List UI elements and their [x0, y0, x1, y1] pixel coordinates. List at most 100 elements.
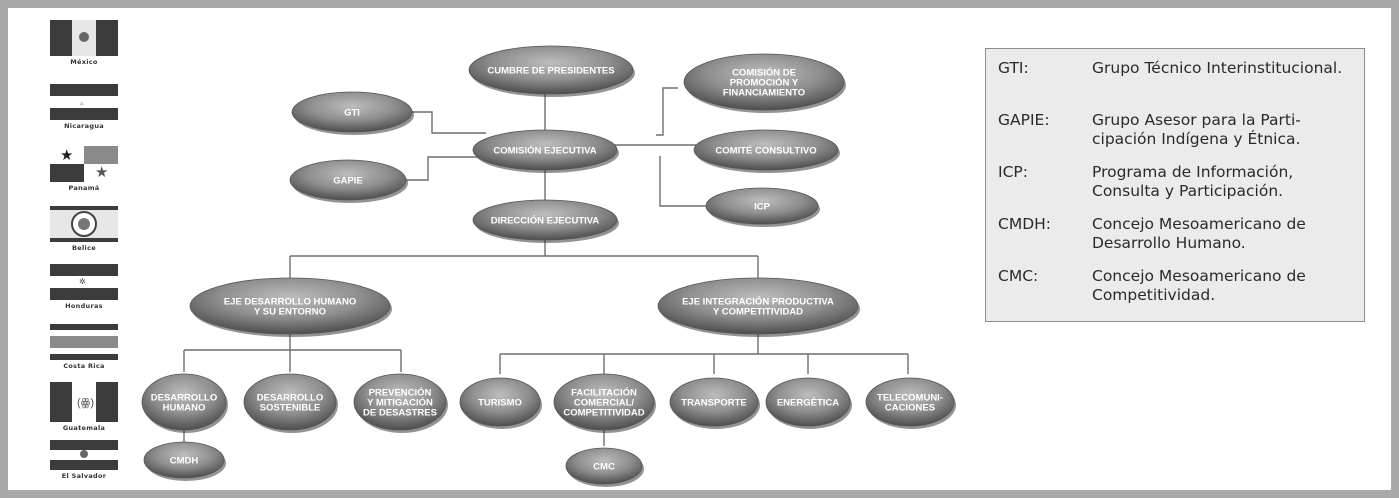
node-oval — [353, 373, 447, 431]
flag-honduras: ✲ Honduras — [50, 264, 118, 310]
legend-abbr: GAPIE: — [998, 111, 1050, 129]
flag-nicaragua: ▵ Nicaragua — [50, 84, 118, 130]
legend-abbr: GTI: — [998, 59, 1029, 77]
node-label: EJE DESARROLLO HUMANO — [224, 297, 356, 308]
flag-caption: Guatemala — [62, 424, 106, 432]
legend-box: GTI: Grupo Técnico Interinstitucional. G… — [985, 48, 1365, 322]
node-label: ENERGÉTICA — [777, 398, 839, 409]
node-label: Y SU ENTORNO — [254, 307, 326, 318]
node-direccion: DIRECCIÓN EJECUTIVA — [472, 199, 619, 243]
node-label: SOSTENIBLE — [260, 403, 321, 414]
node-label: DESARROLLO — [151, 393, 218, 404]
legend-abbr: CMC: — [998, 267, 1039, 285]
node-oval — [669, 377, 759, 427]
node-icp: ICP — [705, 187, 820, 227]
node-oval — [289, 159, 407, 201]
flag-guatemala: (ꙮ) Guatemala — [50, 382, 118, 432]
node-label: CMC — [593, 462, 615, 473]
node-oval — [693, 129, 839, 171]
flag-caption: Costa Rica — [63, 362, 105, 370]
node-label: COMERCIAL/ — [574, 398, 635, 409]
node-cmdh: CMDH — [143, 441, 226, 481]
node-energetica: ENERGÉTICA — [765, 377, 852, 429]
legend-desc: Grupo Asesor para la Parti-cipación Indí… — [1092, 111, 1301, 148]
node-label: COMISIÓN EJECUTIVA — [493, 145, 596, 157]
node-label: TELECOMUNI- — [877, 393, 943, 404]
legend-abbr: CMDH: — [998, 215, 1052, 233]
node-label: TURISMO — [478, 398, 522, 409]
flag-belize: Belice — [50, 206, 118, 252]
node-label: TRANSPORTE — [681, 398, 746, 409]
node-label: COMPETITIVIDAD — [563, 408, 644, 419]
node-label: DE DESASTRES — [363, 408, 437, 419]
node-label: GTI — [344, 108, 360, 119]
legend-desc: Concejo Mesoamericano de Competitividad. — [1092, 267, 1306, 304]
node-oval — [553, 373, 655, 431]
node-label: COMISIÓN DE — [732, 67, 796, 79]
node-oval — [143, 441, 225, 479]
node-oval — [705, 187, 819, 225]
flag-mexico: México — [50, 20, 118, 66]
node-label: CACIONES — [885, 403, 935, 414]
legend-abbr: ICP: — [998, 163, 1028, 181]
node-label: GAPIE — [333, 176, 363, 187]
node-label: PREVENCIÓN — [369, 387, 432, 399]
node-transporte: TRANSPORTE — [669, 377, 760, 429]
node-oval — [657, 277, 859, 335]
node-oval — [472, 199, 618, 241]
node-oval — [565, 447, 643, 485]
node-label: Y COMPETITIVIDAD — [713, 307, 803, 318]
node-oval — [683, 53, 845, 111]
flag-caption: México — [70, 58, 98, 66]
node-label: FINANCIAMIENTO — [723, 88, 805, 99]
node-oval — [865, 377, 955, 427]
node-label: DESARROLLO — [257, 393, 324, 404]
node-oval — [472, 129, 618, 171]
node-label: HUMANO — [163, 403, 206, 414]
node-label: CUMBRE DE PRESIDENTES — [487, 66, 614, 77]
flag-caption: Panamá — [68, 184, 100, 192]
node-oval — [765, 377, 851, 427]
flag-caption: Honduras — [65, 302, 103, 310]
node-oval — [243, 373, 337, 431]
node-label: CMDH — [170, 456, 199, 467]
flag-el-salvador: El Salvador — [50, 440, 118, 480]
node-label: ICP — [754, 202, 771, 213]
org-chart: CUMBRE DE PRESIDENTES COMISIÓN DEPROMOCIÓ… — [141, 45, 956, 487]
flag-panama: ★ ★ Panamá — [50, 146, 118, 192]
node-comision-ejecutiva: COMISIÓN EJECUTIVA — [472, 129, 619, 173]
flag-caption: Nicaragua — [64, 122, 104, 130]
node-cumbre: CUMBRE DE PRESIDENTES — [468, 45, 635, 97]
node-turismo: TURISMO — [459, 377, 542, 429]
node-label: EJE INTEGRACIÓN PRODUCTIVA — [682, 296, 834, 308]
legend-desc: Concejo Mesoamericano de Desarrollo Huma… — [1092, 215, 1306, 252]
node-gti: GTI — [291, 91, 414, 135]
node-oval — [189, 277, 391, 335]
node-cmc: CMC — [565, 447, 644, 487]
node-label: DIRECCIÓN EJECUTIVA — [491, 215, 600, 227]
figure-frame: México ▵ Nicaragua ★ ★ Panamá Belice — [8, 8, 1391, 490]
legend-desc: Grupo Técnico Interinstitucional. — [1092, 59, 1343, 77]
node-group: CUMBRE DE PRESIDENTES COMISIÓN DEPROMOCIÓ… — [141, 45, 956, 487]
node-label: COMITÉ CONSULTIVO — [715, 146, 816, 157]
node-gapie: GAPIE — [289, 159, 408, 203]
node-label: PROMOCIÓN Y — [730, 77, 799, 89]
legend-desc: Programa de Información, Consulta y Part… — [1092, 163, 1294, 200]
flag-caption: Belice — [72, 244, 96, 252]
connector-lines — [183, 86, 909, 446]
node-telecom: TELECOMUNI-CACIONES — [865, 377, 956, 429]
node-oval — [468, 45, 634, 95]
node-comite: COMITÉ CONSULTIVO — [693, 129, 840, 173]
node-label: Y MITIGACIÓN — [367, 397, 433, 409]
node-oval — [291, 91, 413, 133]
node-oval — [459, 377, 541, 427]
node-oval — [141, 373, 227, 431]
flag-costa-rica: Costa Rica — [50, 324, 118, 370]
